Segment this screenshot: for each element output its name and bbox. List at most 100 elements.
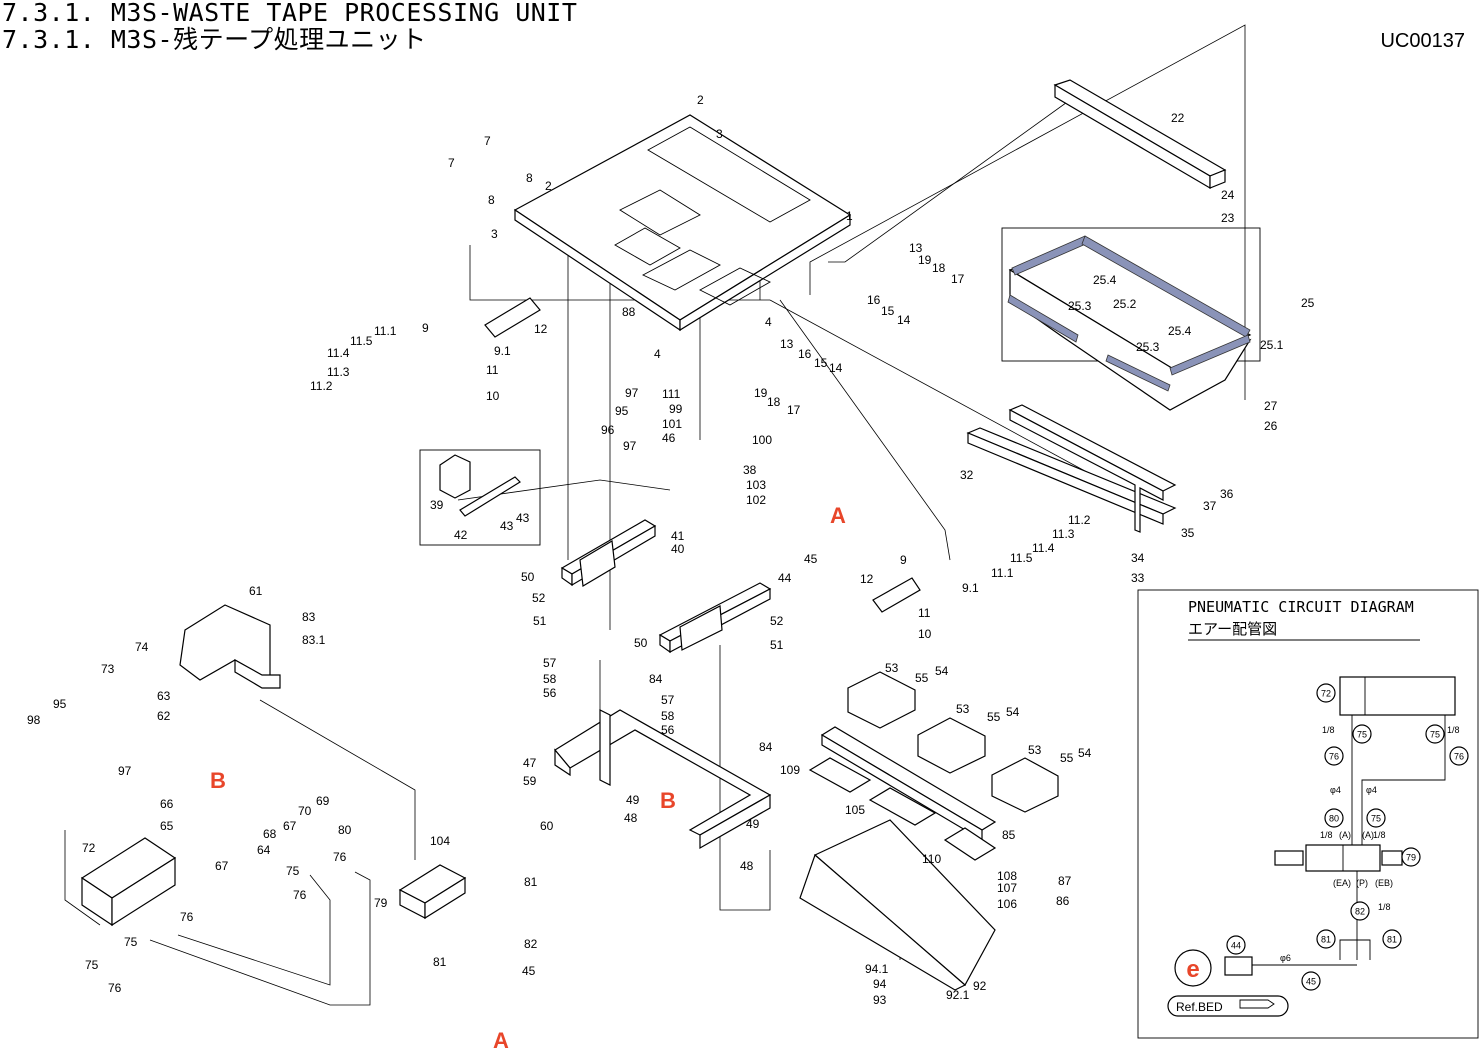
part-number-label: 26 [1264, 419, 1278, 433]
part-number-label: 53 [1028, 743, 1042, 757]
drawing-code: UC00137 [1380, 30, 1465, 52]
pointing-hand-icon [1239, 999, 1275, 1009]
callout-circle [1316, 683, 1336, 703]
detail-box [419, 449, 541, 546]
part-number-label: 32 [960, 468, 974, 482]
part-number-label: 108 [997, 869, 1017, 883]
part-number-label: 110 [922, 852, 941, 866]
part-number-label: 64 [257, 843, 271, 857]
part-number-label: 42 [454, 528, 468, 542]
tube-size-label: φ4 [1366, 785, 1377, 795]
part-number-label: 63 [157, 689, 171, 703]
part-number-label: 54 [1006, 705, 1020, 719]
part-number-label: 84 [649, 672, 663, 686]
part-number-label: 23 [1221, 211, 1235, 225]
callout-number: 45 [1306, 977, 1316, 987]
part-number-label: 67 [283, 819, 297, 833]
callout-circle [1324, 746, 1344, 766]
part-number-label: 34 [1131, 551, 1145, 565]
part-number-label: 24 [1221, 188, 1235, 202]
part-number-label: 7 [484, 134, 491, 148]
callout-number: 75 [1430, 730, 1440, 740]
callout-number: 79 [1406, 853, 1416, 863]
part-number-label: 9.1 [962, 581, 979, 595]
part-number-label: 49 [746, 817, 760, 831]
part-number-label: 44 [778, 571, 792, 585]
part-number-label: 10 [918, 627, 932, 641]
part-number-label: 51 [533, 614, 547, 628]
tube-size-label: φ4 [1330, 785, 1341, 795]
part-number-label: 70 [298, 804, 312, 818]
part-number-label: 3 [716, 127, 723, 141]
part-number-label: 14 [829, 361, 843, 375]
part-number-label: 103 [746, 478, 766, 492]
part-number-label: 9.1 [494, 344, 511, 358]
part-number-label: 99 [669, 402, 683, 416]
part-number-label: 11.5 [350, 334, 373, 348]
cover-53-c [991, 757, 1059, 813]
marker-b-left: B [210, 768, 226, 793]
part-number-label: 51 [770, 638, 784, 652]
part-number-label: 13 [780, 337, 794, 351]
part-number-label: 16 [798, 347, 812, 361]
part-number-label: 25.4 [1093, 273, 1117, 287]
part-number-label: 61 [249, 584, 263, 598]
part-number-label: 97 [623, 439, 637, 453]
part-number-label: 76 [180, 910, 194, 924]
cover-53-b [917, 717, 986, 774]
bracket-bar-85 [808, 726, 997, 861]
part-number-label: 36 [1220, 487, 1234, 501]
port-label-a: (A) [1362, 830, 1374, 840]
callout-circle [1449, 746, 1469, 766]
part-number-label: 56 [661, 723, 675, 737]
part-number-label: 57 [543, 656, 557, 670]
linear-guide-lower [658, 582, 772, 654]
part-number-label: 11.3 [327, 365, 350, 379]
part-number-label: 52 [532, 591, 546, 605]
part-number-label: 39 [430, 498, 444, 512]
part-number-label: 11.2 [1068, 513, 1091, 527]
spring-12-b [872, 577, 921, 613]
callout-number: 75 [1371, 814, 1381, 824]
part-number-label: 50 [521, 570, 535, 584]
pneumatic-title-jp: エアー配管図 [1188, 620, 1277, 638]
part-number-label: 2 [545, 179, 552, 193]
part-number-label: 47 [523, 756, 537, 770]
part-number-label: 27 [1264, 399, 1278, 413]
part-number-label: 53 [956, 702, 970, 716]
part-number-label: 88 [622, 305, 636, 319]
part-number-label: 54 [1078, 746, 1092, 760]
part-number-label: 55 [1060, 751, 1074, 765]
part-number-label: 98 [27, 713, 41, 727]
callout-circle [1352, 724, 1372, 744]
page-title-jp: 7.3.1. M3S-残テープ処理ユニット [2, 25, 427, 54]
part-number-label: 58 [543, 672, 557, 686]
part-number-label: 25.1 [1260, 338, 1284, 352]
callout-number: 44 [1231, 941, 1241, 951]
part-number-label: 11.5 [1010, 551, 1033, 565]
chute-92 [799, 819, 996, 991]
part-number-label: 45 [522, 964, 536, 978]
part-number-label: 25.2 [1113, 297, 1137, 311]
part-number-label: 11.4 [327, 346, 350, 360]
part-number-label: 56 [543, 686, 557, 700]
e-mark: e [1186, 956, 1199, 983]
cover-53-a [847, 671, 916, 729]
rail-22 [1053, 79, 1227, 190]
callout-circle [1366, 808, 1386, 828]
part-number-label: 35 [1181, 526, 1195, 540]
part-number-label: 11 [486, 363, 499, 377]
part-number-label: 2 [697, 93, 704, 107]
part-number-label: 40 [671, 542, 685, 556]
spring-12-a [484, 297, 541, 338]
size-label: 1/8 [1447, 725, 1460, 735]
port-label-ea: (EA) [1333, 878, 1351, 888]
part-number-label: 14 [897, 313, 911, 327]
part-number-label: 13 [909, 241, 923, 255]
base-plate [513, 114, 852, 332]
part-number-label: 97 [118, 764, 132, 778]
part-number-label: 94 [873, 977, 887, 991]
part-number-label: 33 [1131, 571, 1145, 585]
marker-a-top: A [830, 503, 846, 528]
callout-circle [1401, 847, 1421, 867]
